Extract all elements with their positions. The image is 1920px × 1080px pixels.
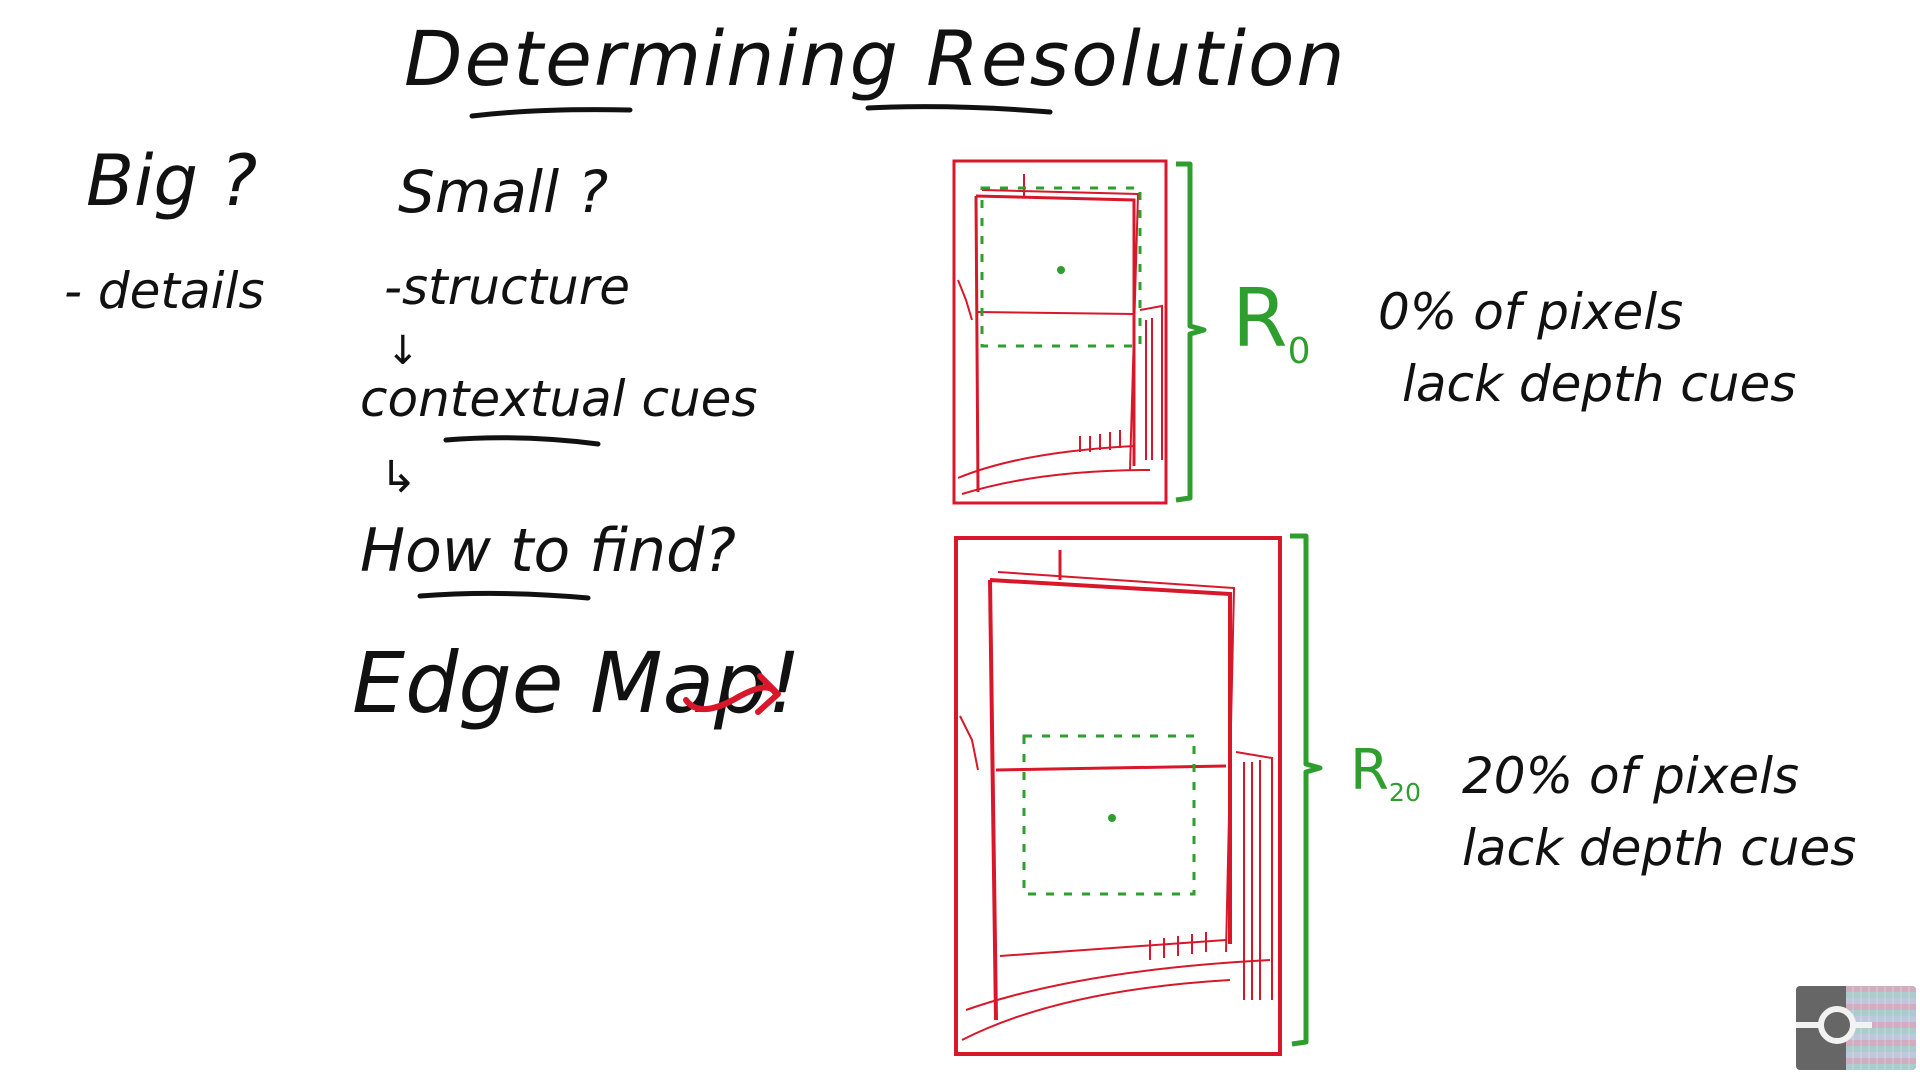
camera-pixel-logo	[1796, 986, 1916, 1070]
how-to-find-question: How to find?	[360, 516, 736, 586]
details-note: - details	[64, 262, 265, 320]
howto-underline	[417, 590, 591, 601]
small-question: Small ?	[398, 158, 609, 226]
r0-edge-map	[952, 159, 1168, 505]
hook-arrow-icon: ↳	[380, 452, 417, 503]
title-underline-2	[865, 104, 1053, 115]
r20-label: R20	[1350, 738, 1421, 808]
big-question: Big ?	[86, 140, 258, 222]
r0-line2: lack depth cues	[1402, 355, 1797, 413]
r20-line1: 20% of pixels	[1462, 747, 1800, 805]
down-arrow-icon: ↓	[386, 328, 420, 374]
red-curved-arrow-icon	[683, 673, 781, 715]
r0-label: R0	[1232, 272, 1311, 372]
r0-bracket	[1175, 161, 1207, 503]
r0-description: 0% of pixels lack depth cues	[1378, 276, 1796, 420]
edge-map-answer: Edge Map!	[352, 634, 802, 732]
r20-description: 20% of pixels lack depth cues	[1462, 740, 1856, 884]
structure-note: -structure	[384, 258, 631, 316]
r20-line2: lack depth cues	[1462, 819, 1857, 877]
title-underline-1	[469, 107, 633, 119]
r20-edge-map	[954, 536, 1282, 1056]
page-title: Determining Resolution	[404, 14, 1347, 103]
r0-line1: 0% of pixels	[1378, 283, 1684, 341]
contextual-cues-note: contextual cues	[360, 370, 758, 428]
contextual-underline	[443, 435, 601, 447]
r20-bracket	[1290, 533, 1323, 1047]
